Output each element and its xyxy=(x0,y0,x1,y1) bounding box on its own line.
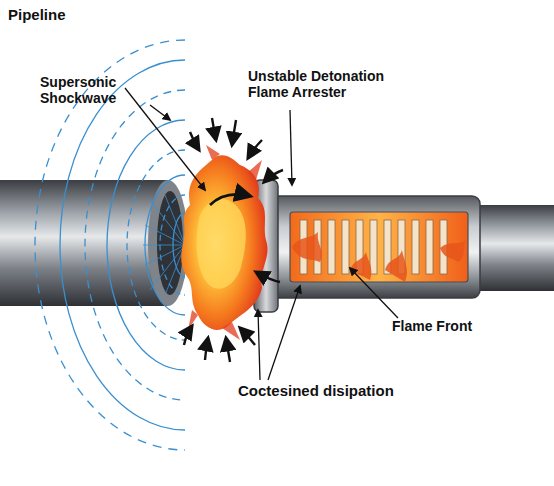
arrester-grid xyxy=(300,220,447,274)
arrester-element xyxy=(290,212,468,282)
arrester-label: Unstable Detonation Flame Arrester xyxy=(248,68,408,100)
shockwave-label: Supersonic Shockwave xyxy=(40,74,150,106)
arrester-body xyxy=(268,196,480,298)
dissipation-label: Coctesined disipation xyxy=(238,382,428,399)
flame-front-label: Flame Front xyxy=(392,318,502,334)
diagram-title: Pipeline xyxy=(8,6,128,23)
dissipation-arrows xyxy=(184,118,283,362)
shockwave xyxy=(35,40,185,450)
inner-flames xyxy=(292,232,466,282)
fire-flicks xyxy=(188,145,262,340)
fireball xyxy=(181,155,267,330)
left-pipe xyxy=(0,180,168,306)
fireball-core xyxy=(197,199,246,289)
leader-lines xyxy=(125,88,398,380)
